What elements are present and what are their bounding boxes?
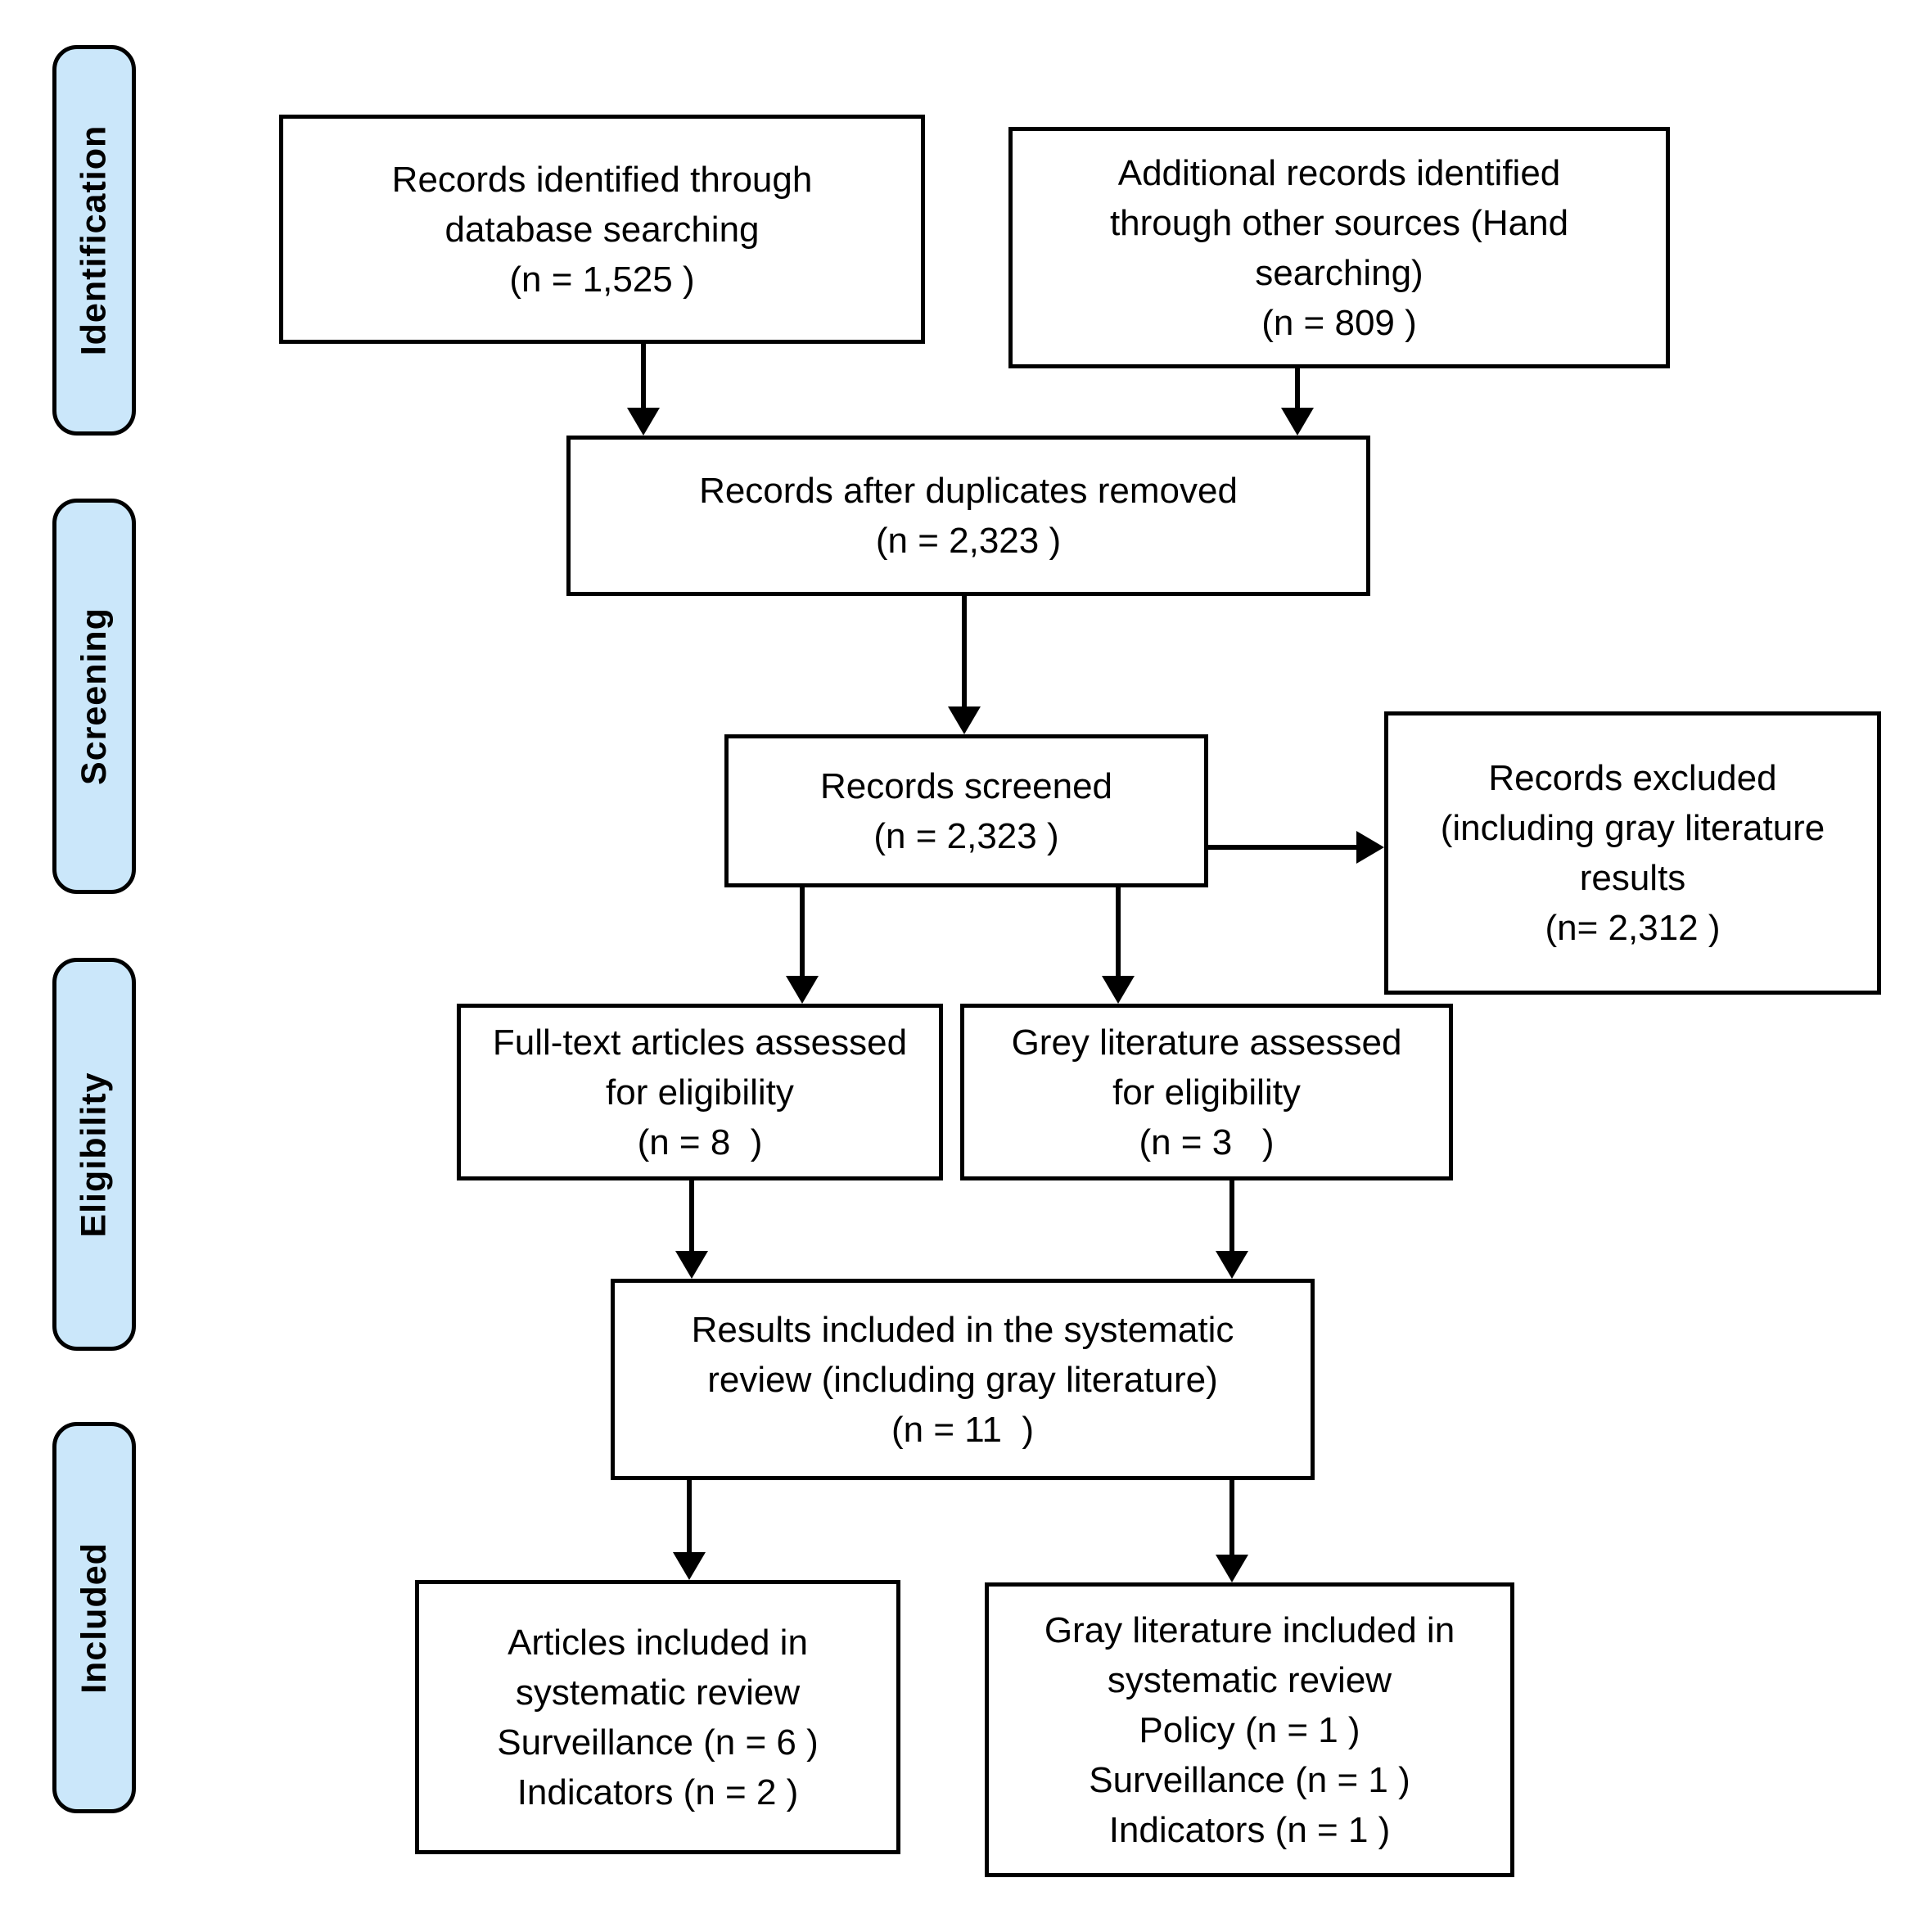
arrow-stem	[1208, 845, 1361, 850]
box-gray-included-text: Gray literature included in systematic r…	[1044, 1609, 1455, 1850]
stage-screening: Screening	[52, 499, 136, 894]
stage-identification-label: Identification	[74, 124, 114, 356]
box-additional-records-text: Additional records identified through ot…	[1109, 152, 1569, 343]
arrowhead-right-icon	[1356, 831, 1384, 864]
arrow-duplicates-to-screened	[948, 596, 981, 734]
arrowhead-down-icon	[1281, 408, 1314, 436]
box-results-included: Results included in the systematic revie…	[611, 1279, 1315, 1480]
stage-eligibility: Eligibility	[52, 958, 136, 1351]
stage-included: Included	[52, 1422, 136, 1813]
arrowhead-down-icon	[673, 1552, 706, 1580]
box-after-duplicates-text: Records after duplicates removed (n = 2,…	[699, 471, 1238, 561]
arrowhead-down-icon	[1102, 976, 1135, 1004]
box-fulltext-assessed: Full-text articles assessed for eligibil…	[457, 1004, 943, 1180]
arrow-stem	[962, 596, 967, 711]
box-gray-included: Gray literature included in systematic r…	[985, 1582, 1514, 1877]
box-fulltext-assessed-text: Full-text articles assessed for eligibil…	[492, 1022, 908, 1162]
arrowhead-down-icon	[627, 408, 660, 436]
arrowhead-down-icon	[675, 1251, 708, 1279]
arrow-stem	[641, 344, 646, 413]
arrowhead-down-icon	[1216, 1251, 1248, 1279]
stage-eligibility-label: Eligibility	[74, 1071, 114, 1238]
arrow-stem	[1295, 368, 1300, 413]
box-articles-included-text: Articles included in systematic review S…	[497, 1622, 819, 1812]
box-records-excluded-text: Records excluded (including gray literat…	[1440, 758, 1825, 948]
arrow-stem	[1229, 1480, 1234, 1560]
box-records-screened: Records screened (n = 2,323 )	[724, 734, 1208, 887]
arrow-fulltext-to-results	[675, 1180, 708, 1279]
arrow-screened-to-fulltext	[786, 887, 819, 1004]
arrow-stem	[800, 887, 805, 981]
stage-included-label: Included	[74, 1542, 114, 1694]
box-after-duplicates: Records after duplicates removed (n = 2,…	[566, 436, 1370, 596]
arrow-screened-to-excluded	[1208, 829, 1384, 865]
arrow-results-to-gray	[1216, 1480, 1248, 1582]
arrow-stem	[687, 1480, 692, 1557]
arrowhead-down-icon	[1216, 1555, 1248, 1582]
arrow-stem	[689, 1180, 694, 1256]
stage-identification: Identification	[52, 45, 136, 436]
box-grey-assessed: Grey literature assessed for eligibility…	[960, 1004, 1453, 1180]
arrow-screened-to-grey	[1102, 887, 1135, 1004]
arrowhead-down-icon	[786, 976, 819, 1004]
arrow-stem	[1229, 1180, 1234, 1256]
box-records-identified: Records identified through database sear…	[279, 115, 925, 344]
box-records-excluded: Records excluded (including gray literat…	[1384, 711, 1881, 995]
box-additional-records: Additional records identified through ot…	[1008, 127, 1670, 368]
box-articles-included: Articles included in systematic review S…	[415, 1580, 900, 1854]
arrowhead-down-icon	[948, 706, 981, 734]
stage-screening-label: Screening	[74, 607, 114, 785]
arrow-stem	[1116, 887, 1121, 981]
arrow-results-to-articles	[673, 1480, 706, 1580]
box-grey-assessed-text: Grey literature assessed for eligibility…	[1011, 1022, 1402, 1162]
arrow-grey-to-results	[1216, 1180, 1248, 1279]
arrow-identified-to-duplicates	[627, 344, 660, 436]
box-records-identified-text: Records identified through database sear…	[391, 159, 813, 300]
box-results-included-text: Results included in the systematic revie…	[691, 1309, 1234, 1450]
arrow-additional-to-duplicates	[1281, 368, 1314, 436]
box-records-screened-text: Records screened (n = 2,323 )	[819, 765, 1113, 856]
